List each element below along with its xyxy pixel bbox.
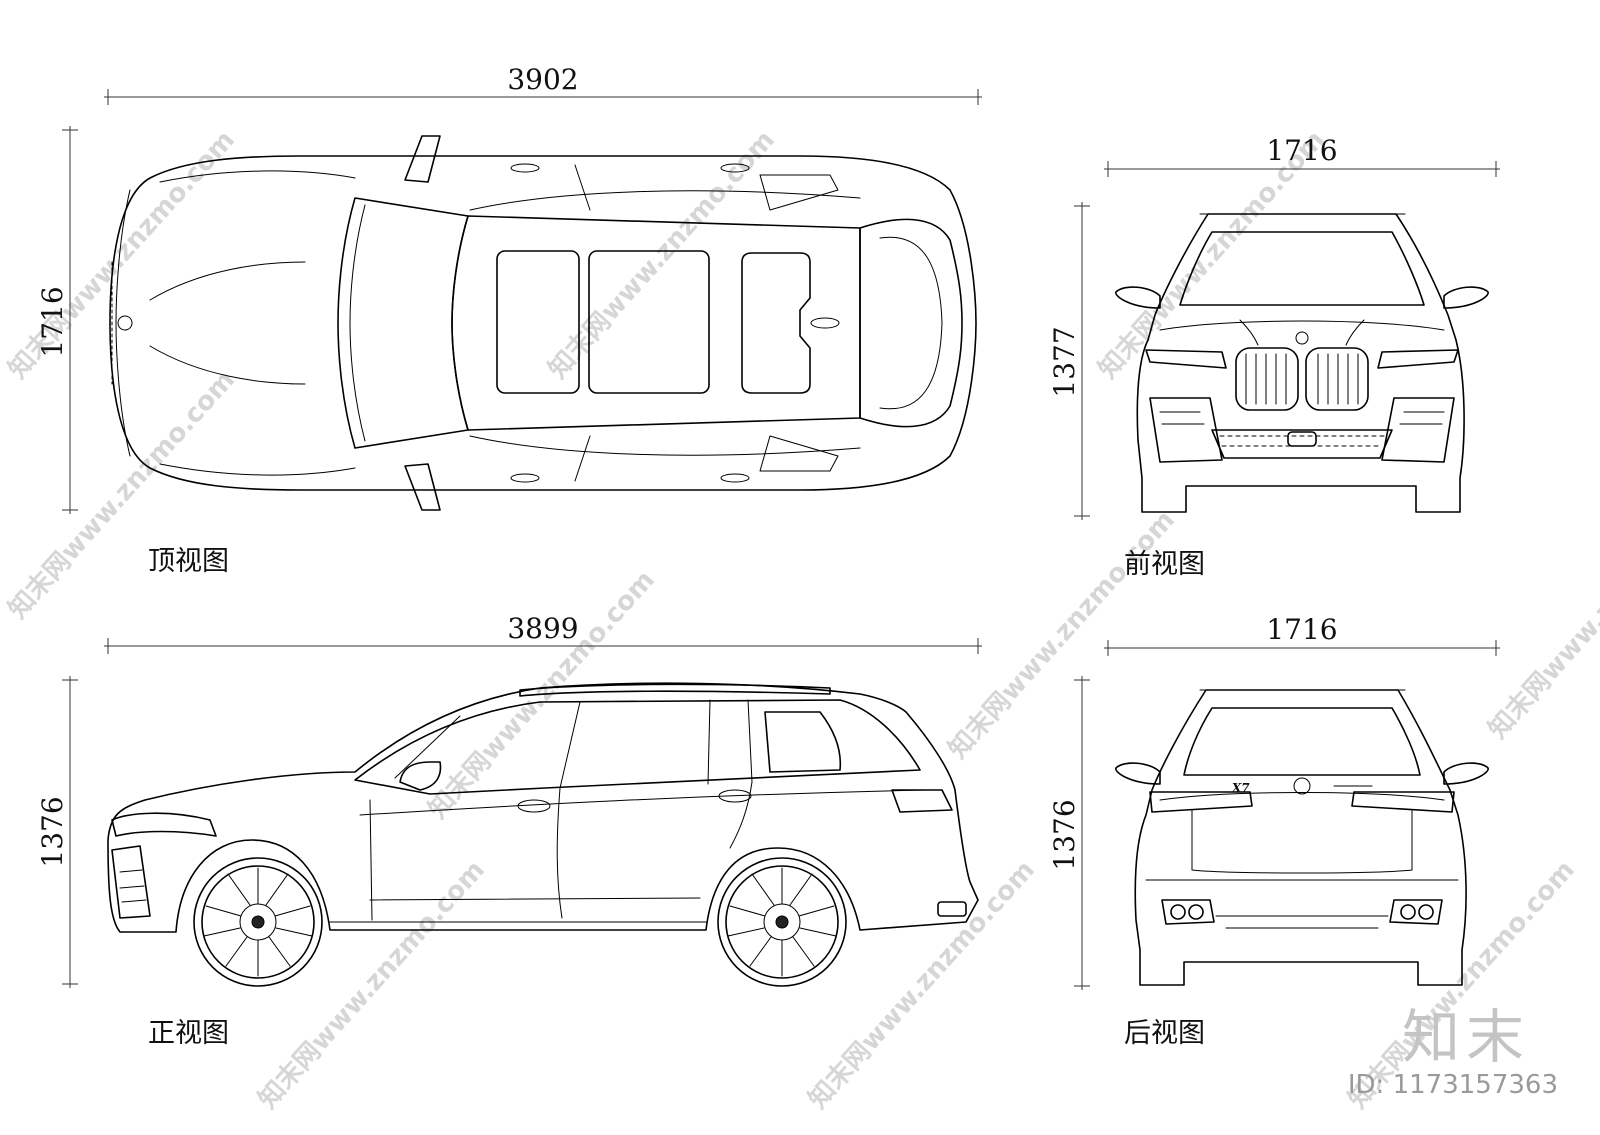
car-top-view	[109, 135, 977, 511]
rear-badge-text: X7	[1231, 781, 1250, 795]
rear-width-value: 1716	[1266, 613, 1337, 646]
top-width-value: 1716	[36, 286, 69, 357]
car-front-view	[1115, 213, 1489, 513]
dimension-rear-height: 1376	[1048, 676, 1090, 990]
side-length-value: 3899	[507, 612, 578, 645]
car-rear-view: X7	[1115, 689, 1489, 986]
watermark: 知末网www.znzmo.com	[3, 365, 241, 625]
watermark: 知末网www.znzmo.com	[943, 505, 1181, 765]
rear-wheel	[717, 857, 847, 987]
dimension-front-width: 1716	[1104, 134, 1500, 177]
dimension-side-height: 1376	[36, 676, 78, 988]
dimension-top-length: 3902	[104, 63, 982, 105]
brand-logo: 知末	[1401, 1003, 1530, 1071]
watermark: 知末网www.znzmo.com	[1483, 485, 1600, 745]
side-view-label: 正视图	[148, 1018, 229, 1049]
side-height-value: 1376	[36, 796, 69, 867]
image-id: ID: 1173157363	[1347, 1070, 1558, 1100]
grille-slats	[1245, 353, 1359, 405]
watermark: 知末网www.znzmo.com	[803, 855, 1041, 1115]
dimension-top-width: 1716	[36, 126, 78, 514]
car-side-view	[107, 682, 979, 987]
rear-view-label: 后视图	[1124, 1018, 1205, 1049]
front-width-value: 1716	[1266, 134, 1337, 167]
watermark-layer: 知末网www.znzmo.com 知末网www.znzmo.com 知末网www…	[3, 125, 1600, 1115]
top-view-label: 顶视图	[148, 546, 229, 577]
dimension-front-height: 1377	[1048, 202, 1090, 520]
dimension-side-length: 3899	[104, 612, 982, 654]
rear-height-value: 1376	[1048, 799, 1081, 870]
front-height-value: 1377	[1048, 326, 1081, 397]
front-view-label: 前视图	[1124, 549, 1205, 580]
front-wheel	[193, 857, 323, 987]
dimension-rear-width: 1716	[1104, 613, 1500, 656]
top-length-value: 3902	[507, 63, 578, 96]
